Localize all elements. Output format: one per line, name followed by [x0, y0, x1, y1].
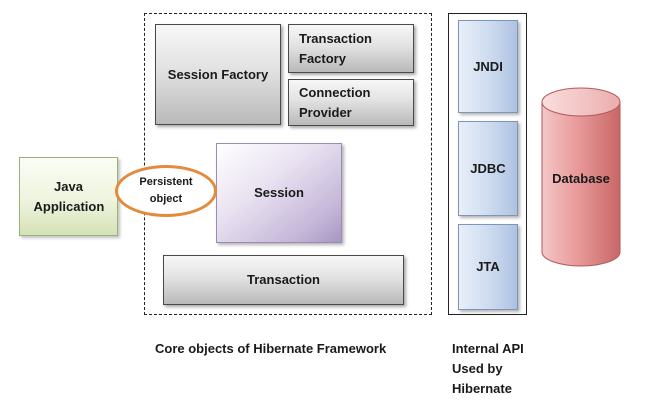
jdbc-box: JDBC	[458, 121, 518, 216]
internal-api-caption-line-3: Hibernate	[452, 381, 512, 396]
jta-box: JTA	[458, 224, 518, 310]
internal-api-caption-line-1: Internal API	[452, 341, 524, 356]
internal-api-frame	[448, 13, 527, 315]
session-box: Session	[216, 143, 342, 243]
session-label: Session	[254, 185, 304, 200]
database-label: Database	[552, 171, 610, 186]
connection-provider-box: Connection Provider	[288, 79, 414, 126]
transaction-box: Transaction	[163, 255, 404, 305]
core-objects-caption: Core objects of Hibernate Framework	[155, 341, 387, 356]
jndi-label: JNDI	[473, 58, 503, 74]
internal-api-caption-line-2: Used by	[452, 361, 503, 376]
persistent-object-ellipse: Persistent object	[115, 165, 217, 217]
transaction-factory-label: Transaction Factory	[299, 30, 372, 66]
database-cylinder	[541, 87, 621, 267]
jdbc-label: JDBC	[470, 160, 506, 176]
session-factory-box: Session Factory	[155, 24, 281, 125]
transaction-factory-box: Transaction Factory	[288, 24, 414, 73]
persistent-object-label: Persistent object	[139, 176, 193, 205]
internal-api-caption: Internal API Used by Hibernate	[452, 339, 562, 399]
java-application-label: Java Application	[33, 178, 105, 214]
jta-label: JTA	[476, 259, 500, 274]
java-application-box: Java Application	[19, 157, 118, 236]
connection-provider-label: Connection Provider	[299, 84, 371, 120]
transaction-label: Transaction	[247, 272, 320, 287]
session-factory-label: Session Factory	[167, 66, 269, 82]
core-objects-frame	[144, 13, 432, 315]
jndi-box: JNDI	[458, 20, 518, 113]
